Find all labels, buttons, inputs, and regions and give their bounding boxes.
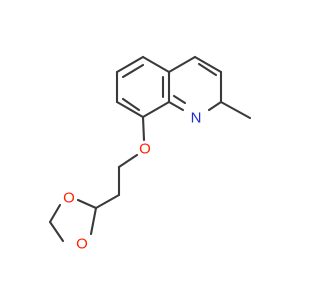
bond — [115, 100, 145, 119]
bond — [89, 206, 98, 236]
oxygen-ring-bottom-label: O — [76, 236, 88, 253]
bond — [141, 115, 146, 142]
bond — [141, 100, 171, 119]
atom-labels: O N O O — [63, 110, 201, 253]
oxygen-ether-label: O — [139, 141, 151, 158]
bond — [117, 153, 139, 169]
bond — [48, 203, 62, 224]
bond — [141, 55, 171, 74]
bond — [219, 100, 252, 120]
bond — [115, 55, 145, 74]
bond — [207, 100, 223, 112]
bond — [167, 55, 197, 74]
bond-inner — [121, 63, 145, 79]
molecule-canvas: O N O O — [48, 55, 252, 253]
bond — [167, 100, 185, 112]
bond — [48, 220, 65, 243]
bond-inner — [197, 62, 218, 77]
nitrogen-label: N — [191, 110, 202, 127]
oxygen-ring-top-label: O — [63, 190, 75, 207]
bond-inner — [121, 97, 141, 112]
bond-inner — [172, 94, 187, 105]
bond — [76, 198, 98, 210]
bond — [94, 193, 121, 210]
molecule-structure: O N O O — [48, 55, 252, 253]
bonds — [48, 55, 252, 243]
bond — [193, 55, 223, 74]
